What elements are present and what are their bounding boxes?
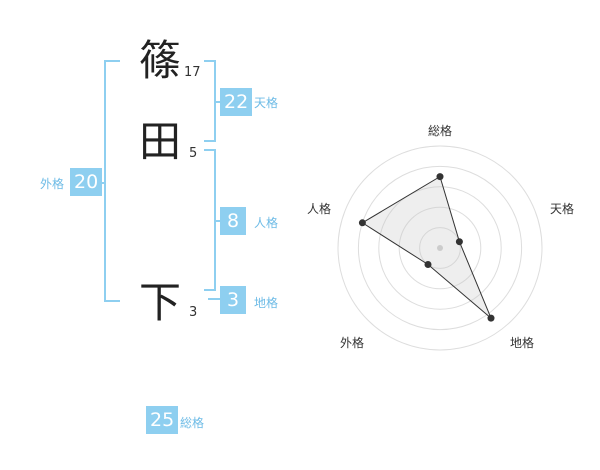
chikaku-badge: 3	[220, 286, 246, 314]
soukaku-label: 総格	[180, 416, 205, 430]
radar-label-gaikaku: 外格	[340, 336, 365, 350]
radar-point-5	[358, 219, 366, 227]
radar-point-4	[424, 261, 432, 268]
stroke-count-3: 3	[189, 305, 198, 320]
name-char-1: 篠	[139, 36, 182, 85]
gaikaku-connector	[100, 182, 106, 184]
radar-center-dot	[437, 245, 443, 251]
radar-label-soukaku: 総格	[428, 124, 453, 138]
radar-ring-5	[337, 145, 543, 351]
radar-ring-1	[419, 227, 461, 269]
radar-label-jinkaku: 人格	[307, 202, 332, 216]
radar-ring-4	[357, 165, 523, 331]
gaikaku-label: 外格	[40, 177, 65, 191]
stroke-count-2: 5	[189, 146, 198, 161]
gaikaku-bracket	[104, 60, 120, 302]
stroke-count-1: 17	[184, 65, 201, 80]
chikaku-label: 地格	[254, 296, 279, 310]
tenkaku-label: 天格	[254, 96, 279, 110]
tenkaku-badge: 22	[220, 88, 253, 116]
radar-polygon	[361, 175, 492, 319]
radar-label-tenkaku: 天格	[550, 202, 575, 216]
radar-ring-3	[378, 186, 502, 310]
tenkaku-connector	[214, 101, 220, 103]
jinkaku-badge: 8	[220, 207, 246, 235]
chikaku-connector	[208, 298, 220, 300]
name-char-2: 田	[139, 117, 182, 166]
gaikaku-badge: 20	[70, 168, 103, 196]
radar-point-2	[455, 238, 463, 246]
radar-label-chikaku: 地格	[510, 336, 535, 350]
jinkaku-label: 人格	[254, 216, 279, 230]
radar-point-3	[487, 314, 495, 322]
name-char-3: 下	[139, 278, 182, 327]
jinkaku-connector	[214, 220, 220, 222]
radar-point-1	[436, 173, 444, 181]
radar-ring-2	[398, 206, 482, 290]
soukaku-badge: 25	[146, 406, 179, 434]
